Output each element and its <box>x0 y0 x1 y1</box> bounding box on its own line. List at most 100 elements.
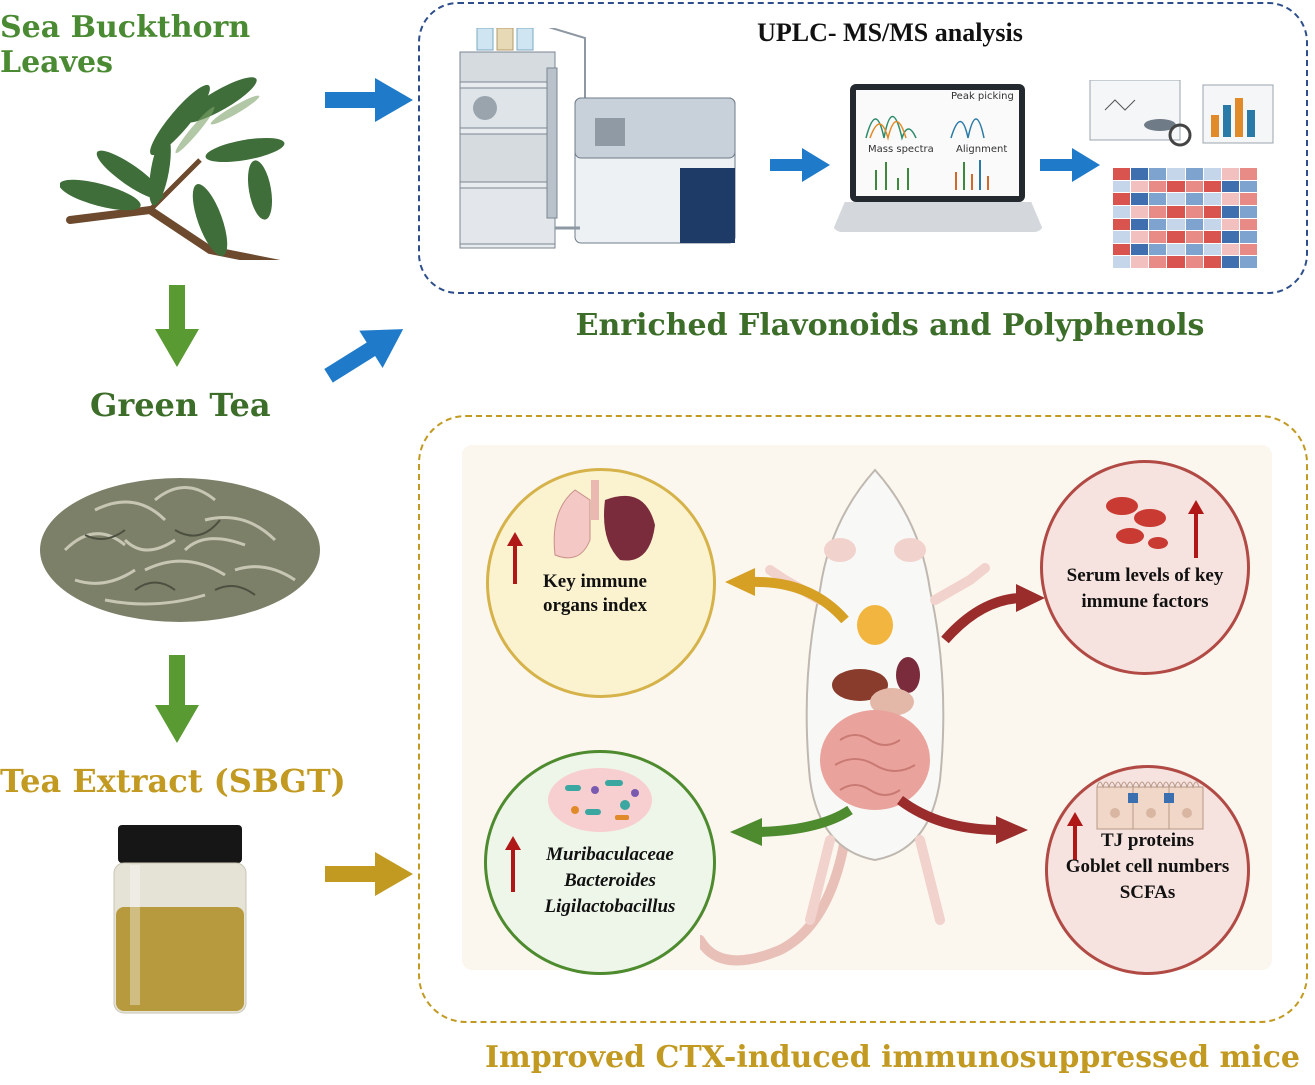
organs-label: Key immune organs index <box>543 571 647 616</box>
heatmap-cell <box>1149 205 1167 218</box>
heatmap-cell <box>1185 180 1203 193</box>
heatmap-cell <box>1185 168 1203 180</box>
heatmap-cell <box>1185 231 1203 243</box>
laptop-screen: Peak picking Mass spectra Alignment <box>850 84 1025 202</box>
heatmap-cell <box>1149 256 1167 268</box>
heatmap-cell <box>1113 180 1131 193</box>
mouse-image <box>700 468 990 966</box>
blood-cells-icon <box>1106 497 1168 549</box>
green-tea-title: Green Tea <box>90 386 271 424</box>
heatmap-cell <box>1221 168 1239 180</box>
heatmap-cell <box>1167 205 1185 218</box>
heatmap-cell <box>1167 231 1185 243</box>
heatmap-cell <box>1131 205 1149 218</box>
intestine-2: Goblet cell numbers <box>1065 856 1230 877</box>
heatmap-cell <box>1113 205 1131 218</box>
heatmap-cell <box>1239 231 1257 243</box>
tea-extract-title: Tea Extract (SBGT) <box>0 762 346 800</box>
connector-arrows <box>725 568 1045 846</box>
intestine-1: TJ proteins <box>1100 830 1195 851</box>
intestinal-cells-icon <box>1096 781 1204 830</box>
up-arrow-microbiota <box>505 836 521 892</box>
screen-label-peak: Peak picking <box>951 91 1014 102</box>
heatmap-cell <box>1113 218 1131 231</box>
laptop-base <box>832 202 1044 232</box>
up-arrow-intestine <box>1067 812 1083 860</box>
heatmap-cell <box>1113 231 1131 243</box>
green-tea-image <box>40 478 320 622</box>
heatmap-cell <box>1239 168 1257 180</box>
heatmap-cell <box>1113 243 1131 256</box>
heatmap-cell <box>1239 205 1257 218</box>
heatmap-cell <box>1167 243 1185 256</box>
microbiota-3: Ligilactobacillus <box>544 896 676 917</box>
extract-vial-image <box>113 825 247 1014</box>
heatmap-cell <box>1185 218 1203 231</box>
heatmap-cell <box>1131 243 1149 256</box>
heatmap-cell <box>1185 205 1203 218</box>
heatmap-cell <box>1203 243 1221 256</box>
heatmap-cell <box>1221 180 1239 193</box>
microbiota-2: Bacteroides <box>564 870 656 891</box>
arrow-laptop-to-heatmap <box>1040 148 1100 182</box>
heatmap-cell <box>1167 168 1185 180</box>
heatmap-grid <box>1113 168 1257 268</box>
sea-buckthorn-branch-image <box>60 77 285 260</box>
heatmap-cell <box>1185 193 1203 205</box>
organs-circle <box>486 468 716 698</box>
heatmap-cell <box>1203 218 1221 231</box>
gold-arrow-to-mice <box>325 852 413 896</box>
heatmap-cell <box>1131 231 1149 243</box>
heatmap-cell <box>1203 180 1221 193</box>
heatmap-cell <box>1203 205 1221 218</box>
intestine-3: SCFAs <box>1119 882 1176 903</box>
sea-buckthorn-title: Sea Buckthorn Leaves <box>0 10 251 80</box>
heatmap-cell <box>1221 218 1239 231</box>
heatmap-cell <box>1221 256 1239 268</box>
microbiota-label: Muribaculaceae Bacteroides Ligilactobaci… <box>525 842 695 920</box>
up-arrow-serum <box>1188 500 1204 558</box>
heatmap-cell <box>1131 256 1149 268</box>
heatmap-cell <box>1203 231 1221 243</box>
mice-panel-title: Improved CTX-induced immunosuppressed mi… <box>485 1040 1300 1075</box>
blue-arrow-to-analysis <box>325 78 413 122</box>
microbiota-1: Muribaculaceae <box>546 844 674 865</box>
blue-arrow-diagonal <box>324 329 404 383</box>
heatmap-cell <box>1149 231 1167 243</box>
screen-label-mass: Mass spectra <box>868 144 934 155</box>
down-arrow-1 <box>155 285 199 367</box>
screen-label-align: Alignment <box>956 144 1008 155</box>
heatmap-cell <box>1149 180 1167 193</box>
heatmap-cell <box>1239 218 1257 231</box>
heatmap-cell <box>1167 256 1185 268</box>
up-arrow-organs <box>507 532 523 584</box>
heatmap-cell <box>1131 180 1149 193</box>
microbiota-icon <box>548 768 652 832</box>
heatmap-cell <box>1167 193 1185 205</box>
heatmap-cell <box>1167 180 1185 193</box>
serum-label: Serum levels of key immune factors <box>1066 565 1224 612</box>
uplc-instrument-image <box>459 28 736 249</box>
heatmap-cell <box>1149 218 1167 231</box>
analysis-title: UPLC- MS/MS analysis <box>757 18 1023 47</box>
heatmap-cell <box>1113 168 1131 180</box>
heatmap-cell <box>1185 256 1203 268</box>
mice-panel <box>418 415 1308 1023</box>
heatmap-cell <box>1221 205 1239 218</box>
heatmap-cell <box>1221 193 1239 205</box>
heatmap-cell <box>1203 193 1221 205</box>
screen-plots <box>865 116 989 190</box>
heatmap-cell <box>1113 256 1131 268</box>
flavonoids-result-title: Enriched Flavonoids and Polyphenols <box>575 308 1205 343</box>
heatmap-cell <box>1221 243 1239 256</box>
heatmap-cell <box>1113 193 1131 205</box>
down-arrow-2 <box>155 655 199 743</box>
intestine-label: TJ proteins Goblet cell numbers SCFAs <box>1045 828 1250 906</box>
heatmap-cell <box>1131 193 1149 205</box>
heatmap-cell <box>1149 243 1167 256</box>
heatmap-cell <box>1221 231 1239 243</box>
heatmap-cell <box>1131 218 1149 231</box>
heatmap-cell <box>1167 218 1185 231</box>
lung-spleen-icon <box>553 480 655 561</box>
heatmap-cell <box>1239 256 1257 268</box>
